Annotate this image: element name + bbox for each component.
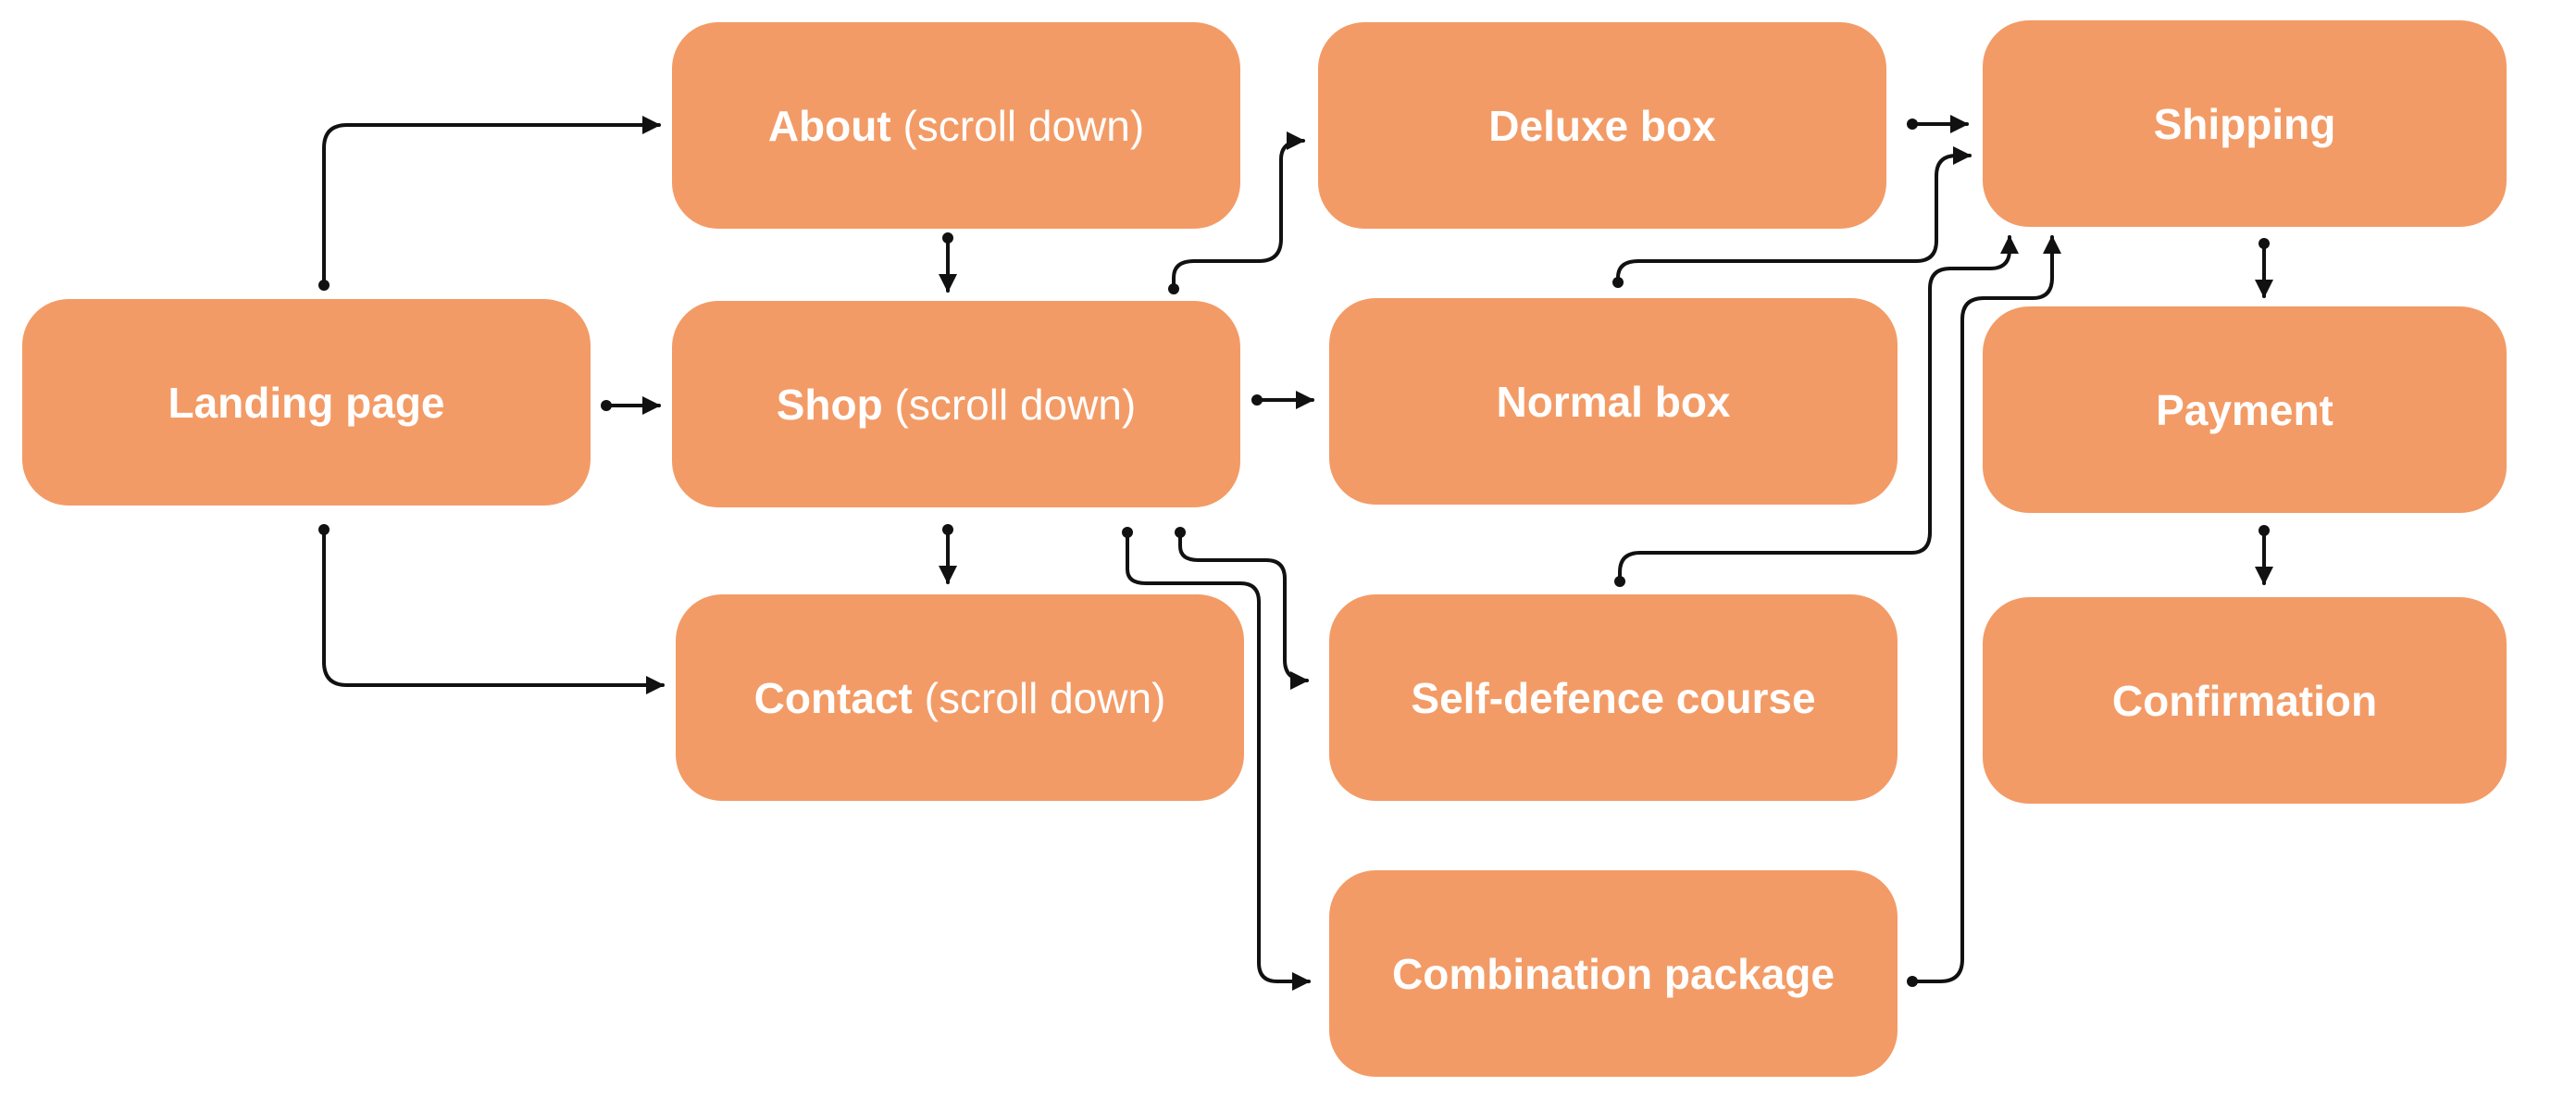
edge-start-dot	[1251, 394, 1263, 406]
node-note: (scroll down)	[902, 101, 1145, 150]
edge-selfdefence-shipping	[1618, 235, 2019, 583]
node-confirmation[interactable]: Confirmation	[1983, 597, 2507, 804]
node-label: Landing page	[168, 378, 445, 427]
node-about[interactable]: About (scroll down)	[672, 22, 1240, 229]
node-label: Confirmation	[2111, 676, 2378, 725]
edge-start-dot	[318, 524, 330, 535]
node-label: About	[767, 101, 891, 150]
node-note: (scroll down)	[894, 380, 1137, 429]
edge-shop-selfdefence	[1178, 531, 1309, 690]
node-label: Combination package	[1392, 949, 1835, 998]
edge-combination-shipping	[1910, 235, 2061, 983]
edge-start-dot	[601, 400, 612, 411]
edge-start-dot	[1614, 576, 1625, 587]
node-normal-box[interactable]: Normal box	[1329, 298, 1898, 505]
node-label: Deluxe box	[1488, 101, 1716, 150]
edge-normal-shipping	[1616, 146, 1972, 284]
edge-start-dot	[1907, 976, 1918, 987]
edge-landing-contact	[322, 528, 665, 694]
edge-start-dot	[942, 524, 953, 535]
edge-landing-about	[322, 116, 661, 287]
node-shop[interactable]: Shop (scroll down)	[672, 301, 1240, 507]
node-label: Contact	[753, 673, 913, 722]
node-label: Self-defence course	[1411, 673, 1816, 722]
node-label: Shipping	[2153, 99, 2336, 148]
edge-start-dot	[318, 280, 330, 291]
node-note: (scroll down)	[924, 673, 1166, 722]
edge-start-dot	[2259, 525, 2270, 536]
edge-start-dot	[1612, 277, 1624, 288]
edge-shop-deluxe	[1172, 131, 1305, 291]
node-shipping[interactable]: Shipping	[1983, 20, 2507, 227]
node-combination-package[interactable]: Combination package	[1329, 870, 1898, 1077]
edge-start-dot	[1907, 119, 1918, 130]
node-label: Normal box	[1496, 377, 1731, 426]
node-self-defence-course[interactable]: Self-defence course	[1329, 594, 1898, 801]
edge-start-dot	[942, 232, 953, 244]
node-contact[interactable]: Contact (scroll down)	[676, 594, 1244, 801]
node-label: Payment	[2156, 385, 2333, 434]
node-landing-page[interactable]: Landing page	[22, 299, 591, 506]
edge-start-dot	[1122, 527, 1133, 538]
node-payment[interactable]: Payment	[1983, 306, 2507, 513]
node-label: Shop	[776, 380, 883, 429]
edge-shop-combination	[1126, 531, 1311, 991]
node-deluxe-box[interactable]: Deluxe box	[1318, 22, 1886, 229]
edge-start-dot	[2259, 238, 2270, 249]
edge-start-dot	[1175, 527, 1186, 538]
edge-start-dot	[1168, 283, 1179, 294]
